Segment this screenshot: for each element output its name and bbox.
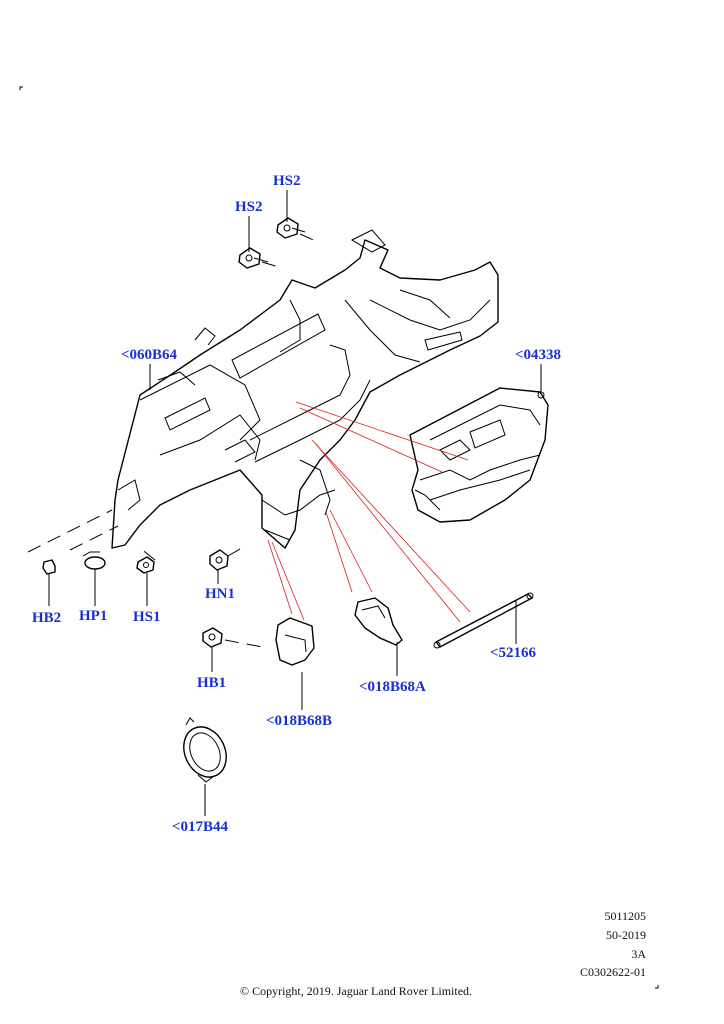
bracket-icon[interactable]	[275, 617, 315, 666]
reference-line	[325, 511, 353, 593]
tie-rod-icon[interactable]	[433, 592, 534, 649]
fastener-path	[261, 261, 283, 269]
diagram-ref-code: C0302622-01	[580, 965, 646, 979]
fastener-path	[69, 525, 119, 551]
callout-018b68b[interactable]: <018B68B	[266, 713, 333, 729]
copyright-notice: © Copyright, 2019. Jaguar Land Rover Lim…	[239, 984, 473, 998]
callout-018b68a[interactable]: <018B68A	[359, 679, 426, 695]
callout-017b44[interactable]: <017B44	[172, 819, 229, 835]
screw-icon[interactable]	[276, 217, 306, 239]
bolt-icon[interactable]	[42, 559, 56, 575]
nut-icon[interactable]	[209, 549, 229, 571]
corner-mark	[19, 86, 23, 90]
fastener-path	[139, 547, 156, 561]
fastener-path	[27, 509, 113, 553]
reference-line	[315, 443, 461, 623]
callout-52166[interactable]: <52166	[490, 645, 537, 661]
bracket-icon[interactable]	[409, 387, 549, 523]
callout-hn1[interactable]: HN1	[205, 586, 235, 602]
reference-line	[329, 509, 373, 593]
reference-line	[271, 541, 305, 621]
reference-line	[311, 439, 471, 613]
callout-hb2[interactable]: HB2	[32, 610, 62, 626]
callout-hs2-top[interactable]: HS2	[273, 173, 301, 189]
corner-mark	[655, 985, 659, 989]
cross-car-beam-icon[interactable]	[111, 229, 499, 549]
reference-line	[295, 401, 469, 461]
callout-hs1[interactable]: HS1	[133, 609, 161, 625]
screw-icon[interactable]	[136, 556, 155, 574]
push-pin-icon[interactable]	[82, 551, 106, 570]
reference-line	[267, 539, 293, 615]
bracket-icon[interactable]	[354, 597, 403, 646]
diagram-ref-number: 5011205	[604, 909, 646, 923]
callout-060b64[interactable]: <060B64	[121, 347, 178, 363]
callout-hp1[interactable]: HP1	[79, 608, 108, 624]
bolt-icon[interactable]	[202, 627, 223, 648]
fastener-path	[227, 545, 246, 557]
fastener-path	[299, 233, 319, 243]
screw-icon[interactable]	[238, 247, 269, 269]
fastener-path	[224, 639, 269, 649]
callout-hb1[interactable]: HB1	[197, 675, 227, 691]
clamp-ring-icon[interactable]	[176, 717, 234, 784]
diagram-ref-date: 50-2019	[606, 928, 646, 942]
callout-04338[interactable]: <04338	[515, 347, 562, 363]
callout-hs2-left[interactable]: HS2	[235, 199, 263, 215]
diagram-ref-revision: 3A	[631, 947, 646, 961]
reference-line	[299, 407, 443, 473]
